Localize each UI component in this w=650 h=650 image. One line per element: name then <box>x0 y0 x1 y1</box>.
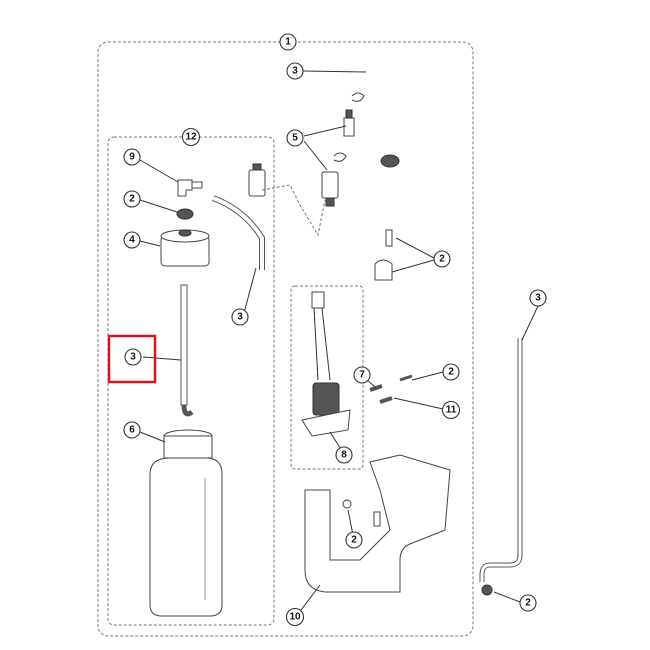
callout-2-grommet[interactable]: 2 <box>123 190 141 208</box>
callout-5[interactable]: 5 <box>286 129 304 147</box>
p-clamp-part <box>374 259 393 281</box>
callout-10-label: 10 <box>289 612 301 623</box>
valve-small-cap <box>345 109 353 119</box>
callout-3-straight-tube[interactable]: 3 <box>124 348 142 366</box>
fitting-left-cap <box>252 163 262 171</box>
callout-8-label: 8 <box>341 450 347 461</box>
connection-dashline <box>261 184 326 237</box>
leader-9 <box>139 159 179 183</box>
callout-3-straight-tube-label: 3 <box>130 352 136 363</box>
callout-2-fitting[interactable]: 2 <box>519 594 537 612</box>
callout-9[interactable]: 9 <box>123 148 141 166</box>
callout-1-label: 1 <box>285 37 291 48</box>
valve-small-part <box>343 117 355 137</box>
callout-3-hose-label: 3 <box>292 66 298 77</box>
grommet-left-part <box>176 208 194 220</box>
elbow-fitting-part <box>177 179 193 197</box>
valve-large-part <box>321 171 339 199</box>
callout-12[interactable]: 12 <box>181 127 201 147</box>
pump-base <box>301 409 351 437</box>
grommet-right-part <box>380 154 400 168</box>
leader-4 <box>139 240 161 247</box>
callout-6-label: 6 <box>129 425 135 436</box>
leader-6 <box>139 431 166 443</box>
pump-connector <box>311 291 325 309</box>
callout-9-label: 9 <box>129 152 135 163</box>
callout-3-long-tube[interactable]: 3 <box>529 289 547 307</box>
callout-2-clamp[interactable]: 2 <box>433 250 451 268</box>
callout-7[interactable]: 7 <box>353 366 371 384</box>
callout-4-label: 4 <box>129 235 135 246</box>
valve-large-tip <box>325 197 335 207</box>
callout-11[interactable]: 11 <box>441 400 461 420</box>
leader-2a <box>139 199 178 213</box>
callout-12-label: 12 <box>185 132 197 143</box>
callout-3-bent-tube[interactable]: 3 <box>231 308 249 326</box>
callout-7-label: 7 <box>359 370 365 381</box>
bottle-cap-hole <box>178 229 192 237</box>
selected-part-highlight <box>107 334 157 384</box>
callout-3-hose[interactable]: 3 <box>286 62 304 80</box>
tube-fitting-bottom <box>481 584 493 596</box>
bent-tube-inner <box>212 196 264 270</box>
callout-2-nut-label: 2 <box>351 535 357 546</box>
callout-2-fitting-label: 2 <box>525 598 531 609</box>
leader-5-upper <box>303 125 347 137</box>
elbow-barb <box>191 181 203 189</box>
callout-2-clamp-label: 2 <box>439 254 445 265</box>
callout-11-label: 11 <box>446 405 457 416</box>
screw-top-part <box>385 229 393 247</box>
leader-2c <box>411 371 444 381</box>
fitting-left-part <box>248 169 266 197</box>
leader-2b <box>391 237 435 273</box>
bottle-neck <box>163 435 213 459</box>
hose-u-inner <box>364 55 398 131</box>
clip-part-2 <box>333 152 347 162</box>
long-tube-part <box>479 338 523 582</box>
leader-5-lower <box>303 140 328 171</box>
callout-4[interactable]: 4 <box>123 231 141 249</box>
callout-10[interactable]: 10 <box>285 607 305 627</box>
pump-group-boundary <box>290 285 364 470</box>
leader-11 <box>393 397 444 410</box>
leader-3d <box>521 305 539 341</box>
callout-8[interactable]: 8 <box>335 446 353 464</box>
pump-wires <box>313 307 331 381</box>
pump-body <box>312 382 340 416</box>
nut-part <box>342 499 352 509</box>
clip-part <box>351 92 365 102</box>
bottle-body <box>149 457 223 617</box>
callout-5-label: 5 <box>292 133 298 144</box>
callout-1[interactable]: 1 <box>279 33 297 51</box>
callout-3-bent-tube-label: 3 <box>237 312 243 323</box>
straight-tube-hook <box>181 404 194 417</box>
callout-2-grommet-label: 2 <box>129 194 135 205</box>
leader-2e <box>493 591 521 603</box>
callout-2-clip[interactable]: 2 <box>442 363 460 381</box>
mounting-bracket-part <box>304 454 451 593</box>
long-tube-inner <box>480 338 522 582</box>
clip-connector-2 <box>399 374 413 382</box>
bolt-part <box>373 511 381 527</box>
leader-3b <box>243 267 257 314</box>
leader-3c <box>142 356 182 361</box>
leader-3a <box>302 70 367 73</box>
straight-tube-part <box>180 284 188 406</box>
callout-2-clip-label: 2 <box>448 367 454 378</box>
callout-2-nut[interactable]: 2 <box>345 531 363 549</box>
callout-6[interactable]: 6 <box>123 421 141 439</box>
barb-connector-11 <box>379 396 393 404</box>
callout-3-long-tube-label: 3 <box>535 293 541 304</box>
leader-10 <box>297 584 321 615</box>
